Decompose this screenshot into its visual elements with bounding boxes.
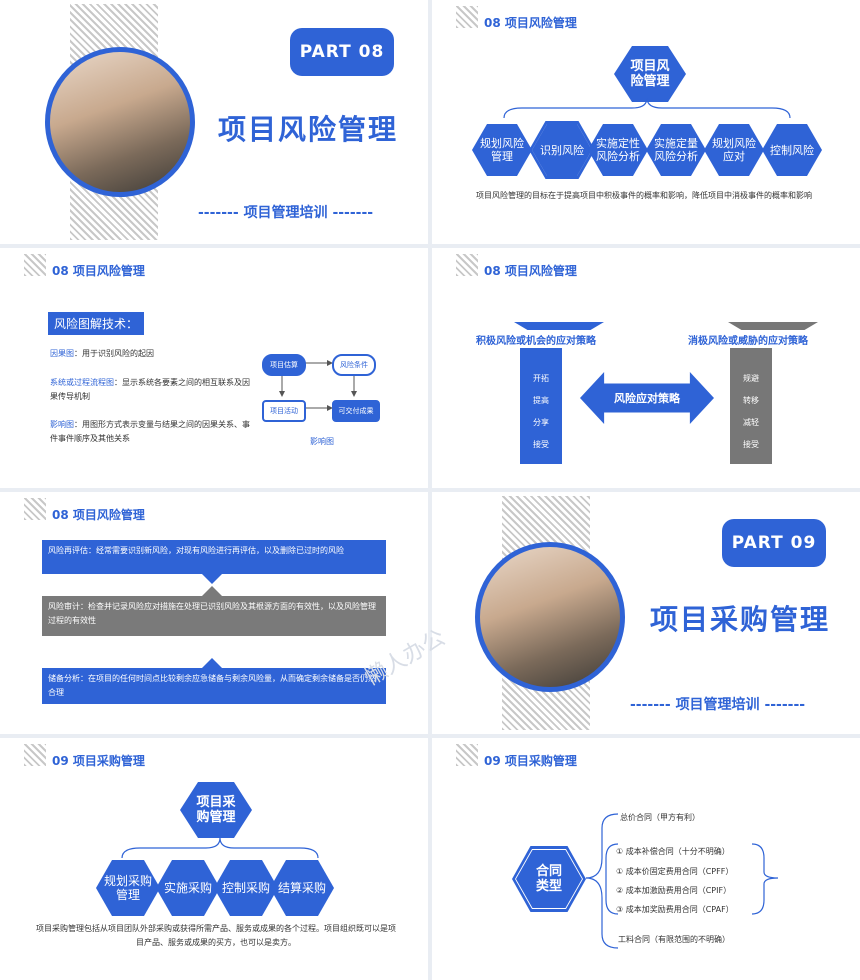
page-header: 08 项目风险管理: [52, 508, 145, 522]
contract-bottom: 工料合同（有限范围的不明确）: [618, 935, 730, 944]
bar-reserve: 储备分析：在项目的任何时间点比较剩余应急储备与剩余风险量，从而确定剩余储备是否仍…: [42, 668, 386, 704]
right-column: 规避转移减轻接受: [730, 348, 772, 464]
bracket-line: [503, 97, 791, 119]
brace-lines: [585, 813, 779, 949]
hatch-icon: [456, 254, 478, 276]
right-cap: [728, 322, 818, 330]
slide-contract-types[interactable]: 09 项目采购管理 合同 类型 总价合同（甲方有利） ① 成本补偿合同（十分不明…: [432, 738, 860, 980]
contract-top: 总价合同（甲方有利）: [620, 813, 700, 822]
page-header: 08 项目风险管理: [484, 16, 577, 30]
part-badge: PART 08: [290, 28, 394, 76]
technique-box: 风险图解技术：: [48, 312, 145, 335]
contract-item-1: ① 成本补偿合同（十分不明确）: [616, 847, 730, 856]
part-badge: PART 09: [722, 519, 826, 567]
slide-subtitle: ------- 项目管理培训 -------: [630, 697, 806, 713]
left-strategy-title: 积极风险或机会的应对策略: [476, 336, 596, 347]
center-hex: 合同 类型: [516, 850, 582, 908]
left-cap: [514, 322, 604, 330]
team-photo: [475, 542, 625, 692]
hex-item-4: 实施定量 风险分析: [646, 124, 706, 176]
slide-title: 项目风险管理: [218, 113, 399, 146]
center-hex: 项目采 购管理: [180, 782, 252, 838]
page-header: 08 项目风险管理: [52, 264, 145, 278]
page-header: 09 项目采购管理: [484, 754, 577, 768]
left-column: 开拓提高分享接受: [520, 348, 562, 464]
hex-item-3: 实施定性 风险分析: [588, 124, 648, 176]
hex-item-6: 控制风险: [762, 124, 822, 176]
bar-pointer-1: [202, 574, 222, 584]
node-project-activity: 项目活动: [262, 400, 306, 422]
hex-item-1: 规划采购 管理: [96, 860, 160, 916]
page-header: 09 项目采购管理: [52, 754, 145, 768]
double-arrow: 风险应对策略: [580, 372, 714, 424]
right-strategy-title: 消极风险或威胁的应对策略: [688, 336, 808, 347]
contract-item-3: ② 成本加激励费用合同（CPIF）: [616, 886, 732, 895]
slide-risk-diagram[interactable]: 08 项目风险管理 风险图解技术： 因果图：用于识别风险的起因 系统或过程流程图…: [0, 248, 428, 488]
diagram-arrows: [279, 360, 357, 411]
hatch-icon: [24, 254, 46, 276]
slide-title: 项目采购管理: [650, 603, 831, 636]
slide-part-09-cover[interactable]: PART 09 项目采购管理 ------- 项目管理培训 -------: [432, 492, 860, 734]
bar-audit: 风险审计：检查并记录风险应对措施在处理已识别风险及其根源方面的有效性，以及风险管…: [42, 596, 386, 636]
hex-item-2: 识别风险: [532, 124, 592, 176]
bar-pointer-2: [202, 586, 222, 596]
hex-item-5: 规划风险 应对: [704, 124, 764, 176]
node-project-estimate: 项目估算: [262, 354, 306, 376]
line-2: 系统或过程流程图：显示系统各要素之间的相互联系及因果传导机制: [50, 378, 250, 401]
center-hex: 项目风 险管理: [614, 46, 686, 102]
caption: 项目采购管理包括从项目团队外部采购或获得所需产品、服务或成果的各个过程。项目组织…: [36, 924, 396, 947]
hatch-icon: [24, 498, 46, 520]
node-risk-condition: 风险条件: [332, 354, 376, 376]
contract-item-4: ③ 成本加奖励费用合同（CPAF）: [616, 905, 734, 914]
hatch-icon: [456, 6, 478, 28]
bar-reassessment: 风险再评估：经常需要识别新风险，对现有风险进行再评估，以及删除已过时的风险: [42, 540, 386, 574]
hatch-icon: [456, 744, 478, 766]
slide-risk-control[interactable]: 08 项目风险管理 风险再评估：经常需要识别新风险，对现有风险进行再评估，以及删…: [0, 492, 428, 734]
bar-pointer-3: [202, 658, 222, 668]
hex-item-1: 规划风险 管理: [472, 124, 532, 176]
hex-item-4: 结算采购: [270, 860, 334, 916]
node-deliverable: 可交付成果: [332, 400, 380, 422]
bracket-line: [121, 837, 319, 859]
line-1: 因果图：用于识别风险的起因: [50, 349, 154, 358]
contract-item-2: ① 成本价固定费用合同（CPFF）: [616, 867, 734, 876]
diagram-caption: 影响图: [310, 437, 334, 446]
line-3: 影响图：用图形方式表示变量与结果之间的因果关系、事件事件顺序及其他关系: [50, 420, 250, 443]
hex-item-2: 实施采购: [156, 860, 220, 916]
slide-part-08-cover[interactable]: PART 08 项目风险管理 ------- 项目管理培训 -------: [0, 0, 428, 244]
slide-subtitle: ------- 项目管理培训 -------: [198, 205, 374, 221]
hex-item-3: 控制采购: [214, 860, 278, 916]
slide-risk-processes[interactable]: 08 项目风险管理 项目风 险管理 规划风险 管理 识别风险 实施定性 风险分析…: [432, 0, 860, 244]
slide-risk-strategy[interactable]: 08 项目风险管理 积极风险或机会的应对策略 消极风险或威胁的应对策略 开拓提高…: [432, 248, 860, 488]
caption: 项目风险管理的目标在于提高项目中积极事件的概率和影响，降低项目中消极事件的概率和…: [476, 191, 812, 200]
team-photo: [45, 47, 195, 197]
slide-procurement-processes[interactable]: 09 项目采购管理 项目采 购管理 规划采购 管理 实施采购 控制采购 结算采购…: [0, 738, 428, 980]
hatch-icon: [24, 744, 46, 766]
page-header: 08 项目风险管理: [484, 264, 577, 278]
